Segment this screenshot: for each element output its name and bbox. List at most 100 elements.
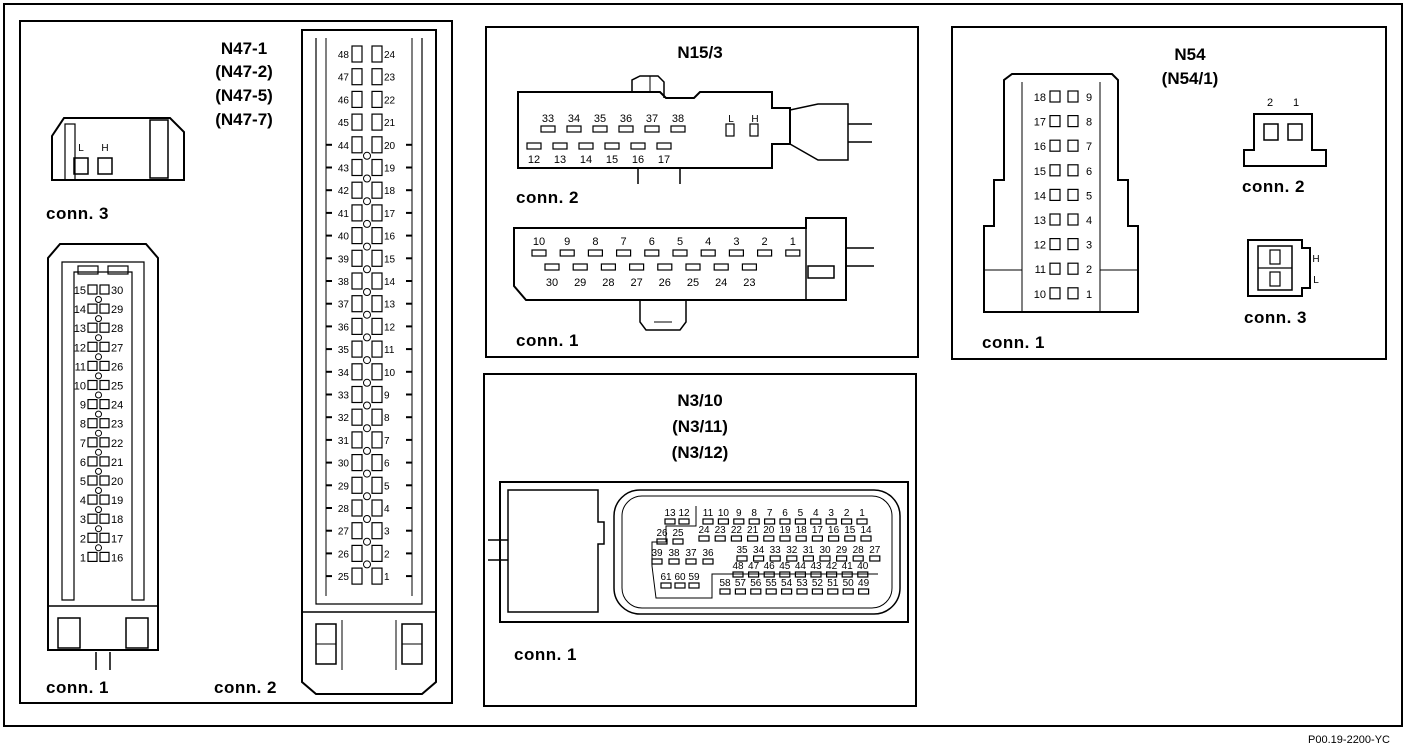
n47-conn1-pin-cavity [87, 341, 98, 352]
n47-conn2-pin-cavity [351, 363, 363, 381]
n3-row1-pin-label: 7 [767, 508, 773, 519]
n15-conn2-pin-label: 38 [672, 113, 684, 125]
n47-conn2-pin-cavity [351, 317, 363, 335]
n3-row5-pin-cavity [750, 588, 762, 595]
n47-conn1-pin-label: 24 [111, 400, 123, 412]
n47-conn1-pin-cavity [99, 513, 110, 524]
n3-row1-pin-cavity [856, 518, 868, 525]
n47-conn2-pin-cavity [371, 90, 383, 109]
n47-conn2-pin-spacer [363, 537, 371, 546]
n47-conn1-pin-label: 4 [80, 495, 86, 507]
n3-row2-pin-cavity [779, 535, 791, 542]
n47-conn1-pin-cavity [87, 418, 98, 429]
n3-row3-pin-label: 34 [753, 545, 765, 556]
n3-row4-pin-cavity [747, 571, 760, 578]
n15-conn2-pin-label: 14 [580, 154, 592, 166]
n15-conn1-pin-cavity [615, 249, 632, 257]
n3-row5-pin-label: 59 [688, 572, 700, 583]
n47-conn1-pin-spacer [95, 296, 102, 303]
n47-conn1-pin-cavity [87, 456, 98, 467]
n47-conn1-pin-label: 5 [80, 476, 86, 488]
n47-conn2-pin-cavity [371, 385, 383, 404]
n47-conn2-pin-label: 31 [338, 436, 350, 447]
n47-conn1-pin-spacer [95, 372, 102, 380]
n47-conn2-pin-cavity [371, 68, 383, 86]
n3-row2-pin-cavity [860, 535, 872, 542]
n3-row3-pin-label: 27 [869, 545, 881, 556]
n54-conn1-pin-cavity [1067, 164, 1079, 177]
n47-conn2-pin-label: 11 [384, 345, 395, 356]
n47-conn2-pin-spacer [363, 560, 371, 569]
n47-conn1-pin-label: 26 [111, 361, 123, 373]
n47-title-3: (N47-5) [215, 86, 273, 105]
n47-conn2-pin-label: 18 [384, 186, 396, 197]
n47-conn3-pin-h: H [101, 143, 108, 154]
n47-conn2-pin-spacer [363, 288, 371, 296]
n47-conn2-pin-label: 16 [384, 232, 396, 243]
n54-conn1-pin-label: 18 [1034, 92, 1046, 104]
n47-conn2-pin-spacer [363, 242, 371, 251]
n47-title-4: (N47-7) [215, 110, 273, 129]
n3-row5-pin-cavity [674, 582, 686, 589]
n3-row3-pin-cavity [702, 558, 714, 565]
n3-row1-pin-cavity [763, 518, 776, 525]
n47-conn1-pin-label: 16 [111, 552, 123, 564]
n47-conn1-pin-cavity [99, 360, 110, 371]
n47-conn2-pin-label: 4 [384, 504, 390, 515]
n47-conn1-pin-cavity [87, 303, 98, 314]
n3-row3-pin-cavity [736, 555, 748, 562]
n47-conn2-pin-label: 40 [338, 232, 350, 243]
n15-conn1-pin-cavity [672, 249, 688, 257]
n47-conn1-pin-cavity [99, 379, 110, 391]
n47-title-1: N47-1 [221, 39, 267, 58]
n47-conn2-pin-spacer [363, 333, 371, 342]
n47-conn2-pin-cavity [371, 249, 383, 267]
n15-conn1-pin-label: 27 [630, 277, 642, 289]
n47-conn1-pin-spacer [95, 315, 102, 323]
n3-row1-pin-cavity [825, 518, 837, 525]
n54-conn1-pin-cavity [1067, 287, 1079, 300]
n3-title-1: N3/10 [677, 391, 722, 410]
n47-conn2-pin-cavity [371, 295, 383, 313]
n47-conn1-pin-cavity [87, 513, 98, 524]
n47-conn1-pin-label: 11 [75, 361, 86, 373]
n47-conn2-pin-label: 43 [338, 164, 350, 175]
n47-conn1-pin-cavity [99, 551, 110, 563]
n47-conn2-pin-cavity [351, 431, 363, 449]
n47-conn2-pin-cavity [371, 363, 383, 381]
n54-conn1-pin-label: 15 [1034, 166, 1046, 178]
n54-conn1-pin-label: 2 [1086, 264, 1092, 276]
n3-row3-pin-label: 36 [702, 548, 714, 559]
n3-row4-pin-cavity [779, 571, 791, 578]
n47-title-2: (N47-2) [215, 62, 273, 81]
n47-conn2-pin-cavity [371, 272, 383, 290]
n47-conn2-pin-label: 26 [338, 549, 350, 560]
n47-conn1-pin-label: 29 [111, 304, 123, 316]
n47-conn1-label: conn. 1 [46, 678, 109, 697]
n3-row3-pin-cavity [835, 555, 848, 562]
n15-conn2-pin-cavity [552, 142, 568, 150]
n15-conn2-pin-label: 15 [606, 154, 618, 166]
n3-title-2: (N3/11) [672, 417, 728, 436]
n3-row2-pin-label: 26 [656, 528, 668, 539]
n47-conn1-pin-cavity [99, 532, 110, 543]
n3-row4-pin-label: 40 [857, 561, 869, 572]
n3-row2-pin-label: 21 [747, 525, 759, 536]
n47-conn2-pin-label: 34 [338, 368, 350, 379]
n3-row5-pin-cavity [827, 588, 839, 595]
n47-conn2-pin-spacer [363, 219, 371, 228]
n54-conn1-pin-label: 10 [1034, 289, 1046, 301]
n3-row5-pin-cavity [842, 588, 854, 595]
n47-conn1-pin-label: 1 [80, 552, 86, 564]
n15-conn2-pin-cavity [644, 125, 660, 133]
n3-row1-pin-label: 6 [782, 508, 788, 519]
n47-conn2-pin-label: 47 [338, 73, 350, 84]
n47-conn2-pin-label: 21 [384, 118, 396, 129]
n47-conn2-pin-label: 45 [338, 118, 350, 129]
n3-row1-pin-cavity [717, 518, 730, 525]
n47-conn1-pin-label: 10 [74, 381, 86, 393]
